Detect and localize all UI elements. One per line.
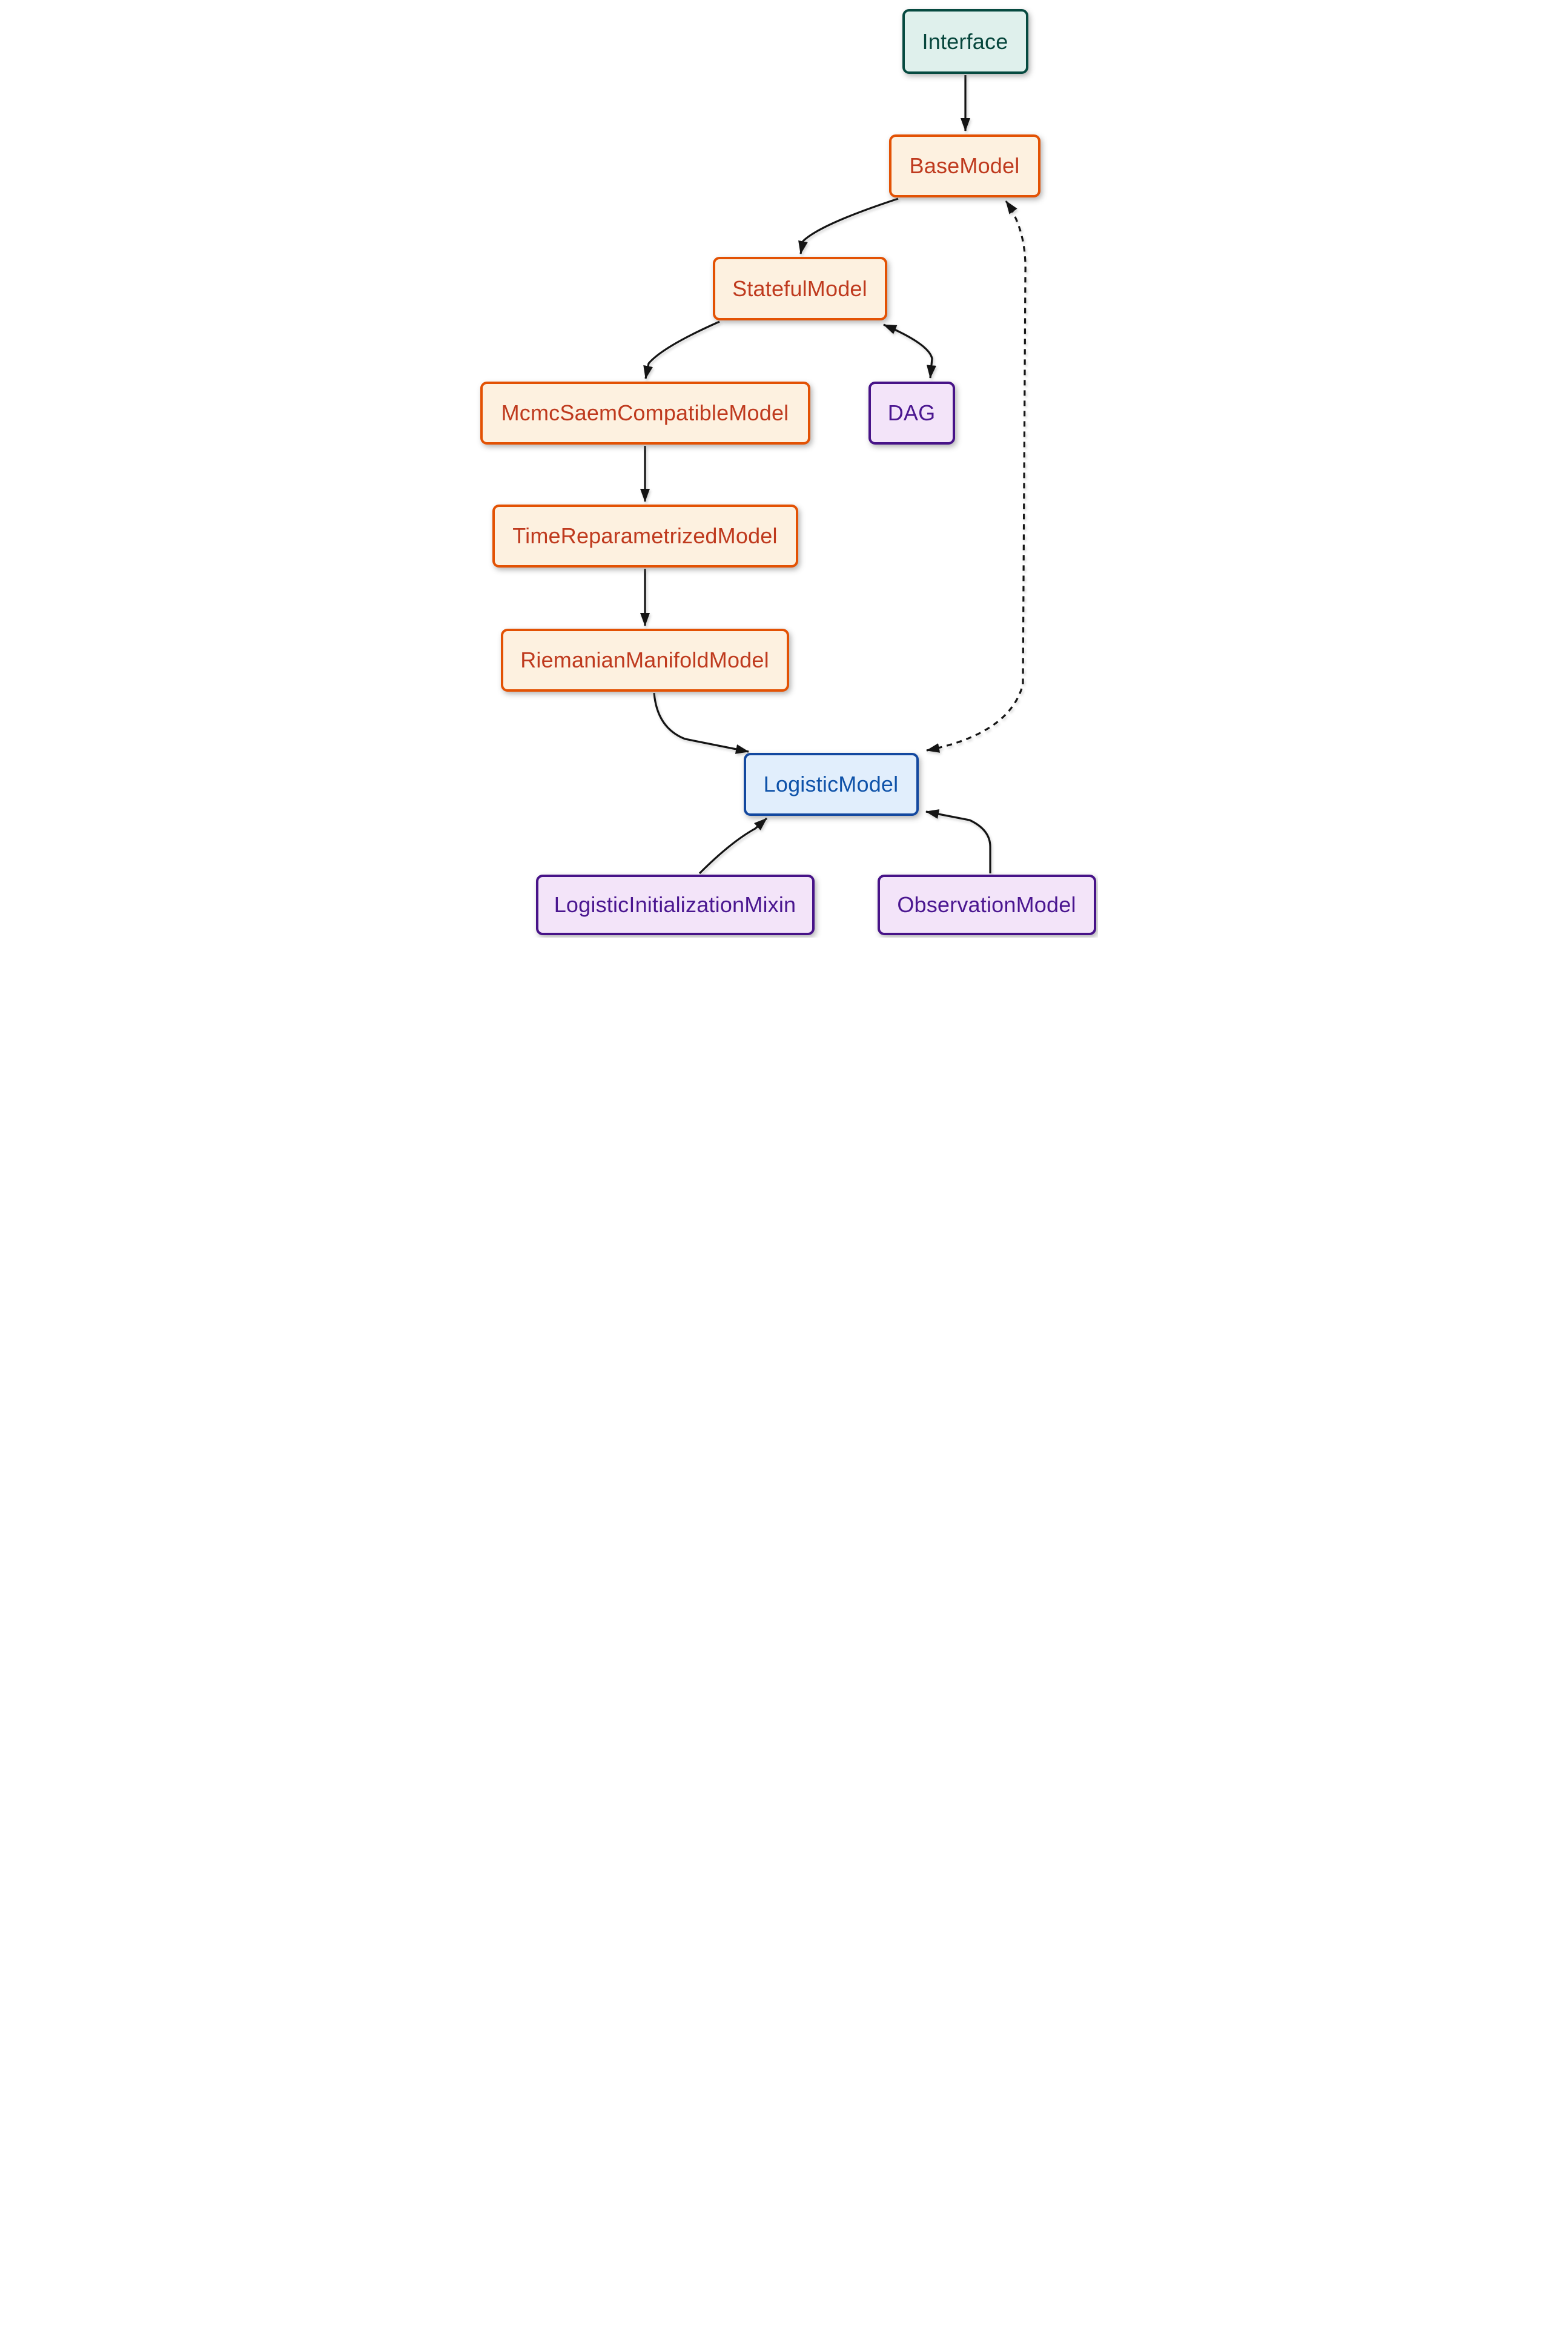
node-label: McmcSaemCompatibleModel [501,400,789,425]
edge-StatefulModel-to-DAG [882,323,936,379]
node-label: BaseModel [909,153,1020,178]
node-label: DAG [887,400,936,425]
node-McmcSaemCompatibleModel: McmcSaemCompatibleModel [480,382,810,445]
node-label: RiemanianManifoldModel [520,647,769,672]
edge-LogisticModel-to-BaseModel [925,200,1027,753]
node-ObservationModel: ObservationModel [877,875,1096,935]
node-label: LogisticInitializationMixin [554,892,796,917]
node-label: TimeReparametrizedModel [512,523,778,548]
node-LogisticInitializationMixin: LogisticInitializationMixin [535,875,815,935]
node-Interface: Interface [902,9,1028,74]
node-label: Interface [922,28,1008,54]
node-label: LogisticModel [763,772,899,796]
edge-StatefulModel-to-McmcSaemCompatibleModel [643,320,720,379]
node-label: StatefulModel [732,276,867,301]
node-DAG: DAG [868,382,955,445]
edge-RiemanianManifoldModel-to-LogisticModel [652,692,749,754]
edge-BaseModel-to-StatefulModel [798,197,898,254]
node-BaseModel: BaseModel [888,134,1040,197]
edge-LogisticInitializationMixin-to-LogisticModel [698,817,767,875]
edge-ObservationModel-to-LogisticModel [925,809,991,873]
node-StatefulModel: StatefulModel [712,257,887,320]
node-TimeReparametrizedModel: TimeReparametrizedModel [492,505,798,568]
node-RiemanianManifoldModel: RiemanianManifoldModel [500,629,789,692]
node-label: ObservationModel [897,892,1076,917]
node-LogisticModel: LogisticModel [743,753,919,816]
